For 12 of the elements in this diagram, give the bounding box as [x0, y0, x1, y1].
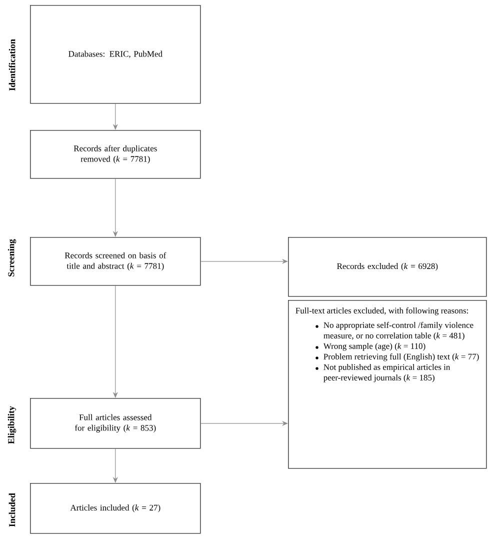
- process-box: Full articles assessed for eligibility (k = 853): [30, 398, 201, 449]
- process-box: Records after duplicates removed (k = 7781): [30, 130, 201, 179]
- stage-label: Identification: [8, 39, 16, 91]
- process-box: Records screened on basis of title and abstract (k = 7781): [30, 237, 201, 286]
- reasons-box: Full-text articles excluded, with following reasons: No appropriate self-control /family violence measure, or no correlation table (k = 481) Wrong sample (age) (k = 110) Problem retrieving full (English) text (k = 77) Not published as empirical articles in peer-reviewed journals (k = 185): [288, 300, 487, 469]
- stage-label: Eligibility: [8, 406, 16, 444]
- process-box: Articles included (k = 27): [30, 483, 201, 534]
- stage-label: Included: [8, 493, 16, 527]
- process-box: Records excluded (k = 6928): [288, 237, 487, 297]
- stage-label: Screening: [8, 239, 16, 276]
- process-box: Databases: ERIC, PubMed: [30, 5, 201, 104]
- arrow: [200, 420, 288, 426]
